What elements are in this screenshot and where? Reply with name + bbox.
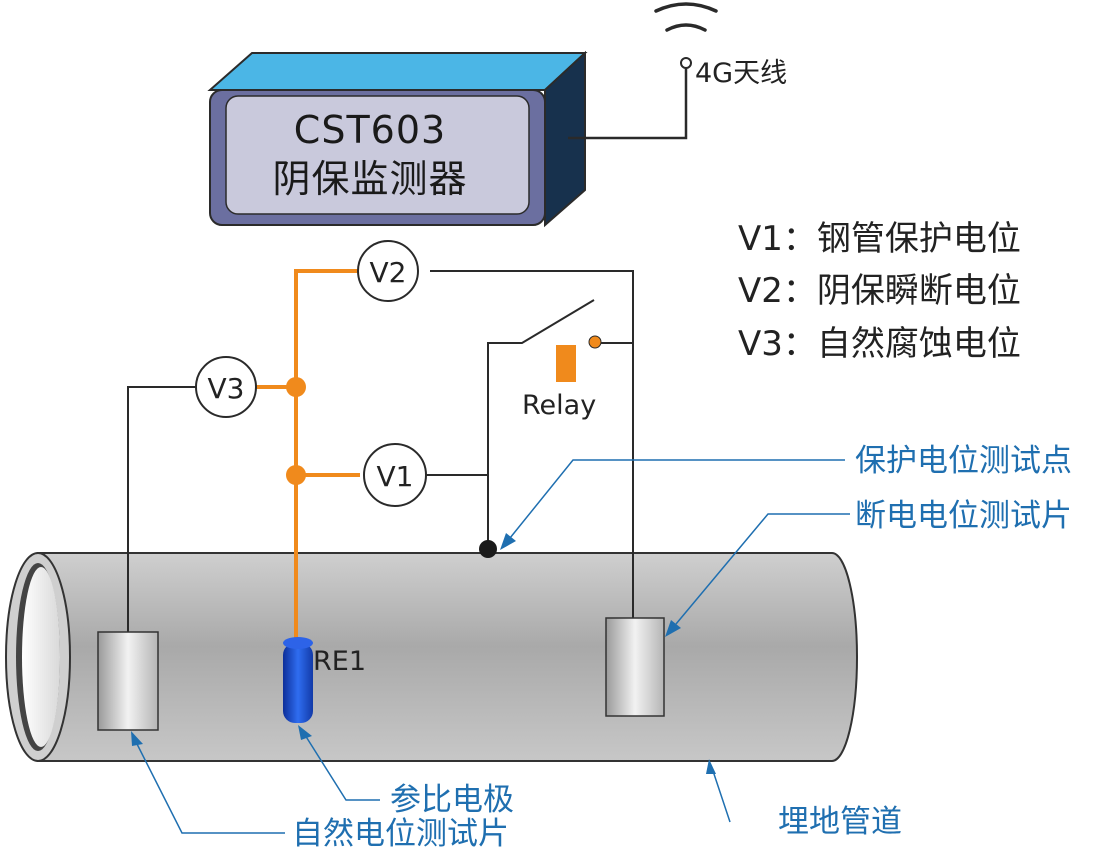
junction-dot-icon (286, 377, 306, 397)
antenna-icon: 4G天线 (568, 2, 787, 140)
black-wires (127, 270, 634, 632)
antenna-label: 4G天线 (695, 58, 787, 89)
reference-electrode: RE1 (283, 637, 366, 723)
callout-reference-electrode: 参比电极 (390, 782, 514, 818)
arrowhead-icon (706, 759, 716, 774)
device-name: 阴保监测器 (272, 157, 467, 201)
relay-switch-wire (487, 299, 595, 548)
legend-item-v2: V2：阴保瞬断电位 (738, 271, 1021, 311)
legend-item-v3: V3：自然腐蚀电位 (738, 324, 1021, 364)
device-model: CST603 (294, 108, 446, 152)
arrowhead-icon (131, 731, 143, 746)
natural-potential-coupon (97, 631, 159, 731)
monitor-device: CST603 阴保监测器 (207, 50, 588, 228)
v2-wire (430, 270, 634, 618)
svg-text:V2: V2 (370, 256, 407, 289)
meter-v2: V2 (357, 240, 419, 302)
legend: V1：钢管保护电位 V2：阴保瞬断电位 V3：自然腐蚀电位 (738, 219, 1021, 364)
callout-off-potential-coupon: 断电电位测试片 (855, 498, 1072, 534)
relay-contact (588, 335, 602, 349)
signal-waves-icon (654, 2, 718, 32)
svg-text:V1: V1 (377, 460, 414, 493)
meter-v1: V1 (363, 443, 427, 507)
arrowhead-icon (500, 533, 516, 550)
arrowhead-icon (298, 725, 312, 740)
relay-coil (556, 345, 576, 382)
callout-natural-potential-coupon: 自然电位测试片 (292, 816, 509, 851)
callout-protection-test-point: 保护电位测试点 (855, 443, 1072, 479)
svg-text:V3: V3 (208, 372, 245, 405)
device-screen (225, 95, 530, 215)
callout-leaders (135, 459, 850, 834)
v3-wire (127, 386, 197, 632)
arrowhead-icon (665, 620, 681, 637)
legend-item-v1: V1：钢管保护电位 (738, 219, 1021, 259)
callout-buried-pipeline: 埋地管道 (778, 804, 902, 840)
relay: Relay (522, 335, 602, 421)
protection-test-point (479, 540, 497, 558)
electrode-label: RE1 (313, 646, 366, 677)
junction-dot-icon (286, 465, 306, 485)
relay-label: Relay (522, 390, 596, 421)
off-potential-coupon (605, 617, 665, 717)
meter-v3: V3 (195, 356, 257, 418)
